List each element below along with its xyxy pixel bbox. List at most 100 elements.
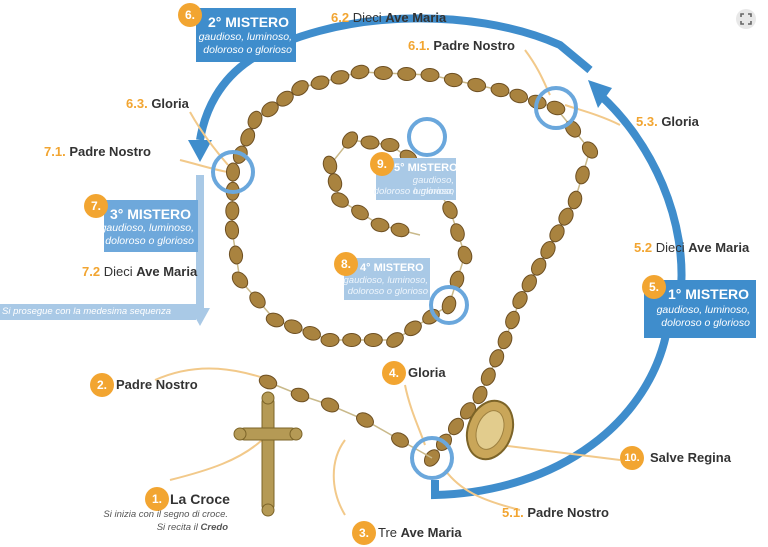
rosary-bead (302, 325, 321, 341)
rosary-bead (284, 319, 303, 335)
label-7-1-text: Padre Nostro (69, 144, 151, 159)
rosary-bead (225, 201, 240, 221)
sequence-note: Si prosegue con la medesima sequenza (2, 306, 171, 317)
label-6-2-a: Dieci (352, 10, 382, 25)
rosary-bead (327, 173, 343, 192)
highlight-rings (211, 86, 578, 480)
mystery-4-box (344, 258, 430, 300)
ring-6-1 (534, 86, 578, 130)
step-3-number: 3. (352, 521, 376, 545)
mystery-3-box (104, 200, 198, 252)
rosary-bead (341, 131, 359, 149)
rosary-bead (249, 291, 266, 309)
label-7-2-b: Ave Maria (136, 264, 198, 279)
rosary-bead (225, 162, 241, 182)
rosary-bead (351, 204, 369, 221)
step-1-note-a: Si recita il (156, 522, 198, 533)
step-3-b: Ave Maria (400, 525, 462, 540)
rosary-bead (521, 274, 537, 293)
mystery-3-title: 3° MISTERO (110, 206, 192, 222)
rosary-bead (363, 333, 383, 347)
label-6-2-num: 6.2 (331, 10, 350, 25)
rosary-bead (240, 128, 256, 147)
rosary-bead (373, 65, 393, 81)
label-7-2-a: Dieci (103, 264, 133, 279)
step-2-number: 2. (90, 373, 114, 397)
step-10-text: Salve Regina (650, 450, 731, 465)
step-1-note-line2: Si recita il Credo (70, 522, 228, 534)
rosary-bead (356, 412, 374, 428)
main-cycle-arrowhead (588, 80, 612, 108)
label-5-2: 5.2 Dieci Ave Maria (634, 240, 749, 256)
label-5-2-b: Ave Maria (688, 240, 750, 255)
mystery-1-sub2: doloroso o glorioso (661, 317, 750, 329)
label-7-1-num: 7.1. (44, 144, 66, 159)
mystery-4-number: 8. (334, 252, 358, 276)
rosary-bead (581, 141, 599, 159)
mystery-1-title: 1° MISTERO (668, 286, 750, 302)
label-6-1: 6.1. Padre Nostro (408, 38, 515, 54)
rosary-bead (331, 192, 349, 208)
step-3-a: Tre (378, 525, 398, 540)
rosary-bead (457, 245, 473, 265)
step-1-number: 1. (145, 487, 169, 511)
rosary-bead (509, 88, 528, 104)
rosary-bead (390, 222, 410, 238)
rosary-bead (231, 271, 249, 289)
step-10-number: 10. (620, 446, 644, 470)
fullscreen-button[interactable] (736, 9, 756, 29)
label-6-1-text: Padre Nostro (433, 38, 515, 53)
rosary-bead (567, 190, 583, 210)
rosary-bead (420, 67, 440, 83)
ring-9 (407, 117, 447, 157)
rosary-bead (467, 77, 487, 93)
mystery-1-number: 5. (642, 275, 666, 299)
label-5-3: 5.3. Gloria (636, 114, 699, 130)
rosary-beads (224, 64, 599, 467)
ring-6-3 (211, 150, 255, 194)
label-7-2-num: 7.2 (82, 264, 101, 279)
step-2-text: Padre Nostro (116, 377, 198, 392)
step-1-note-b: Credo (200, 522, 228, 533)
label-5-2-a: Dieci (655, 240, 685, 255)
label-6-3-text: Gloria (151, 96, 189, 111)
label-6-3: 6.3. Gloria (126, 96, 189, 112)
rosary-bead (442, 201, 458, 219)
mystery-3-number: 7. (84, 194, 108, 218)
rosary-bead (531, 257, 547, 276)
mystery-2-sub1: gaudioso, luminoso, (198, 31, 292, 43)
rosary-bead (489, 349, 505, 368)
rosary-bead (258, 374, 278, 390)
top-cycle-arrow (196, 14, 593, 141)
mystery-2-sub2: doloroso o glorioso (203, 44, 292, 56)
rosary-bead (404, 320, 422, 337)
step-4-number: 4. (382, 361, 406, 385)
label-6-2-b: Ave Maria (385, 10, 447, 25)
label-6-3-num: 6.3. (126, 96, 148, 111)
mystery-5-sub1: gaudioso, luminoso, (412, 175, 454, 197)
label-5-3-num: 5.3. (636, 114, 658, 129)
rosary-bead (320, 333, 340, 347)
mystery-4-sub2: doloroso o glorioso (347, 286, 428, 297)
rosary-bead (380, 137, 400, 153)
rosary-bead (247, 110, 263, 130)
rosary-bead (450, 223, 465, 242)
rosary-bead (342, 333, 362, 347)
rosary-bead (290, 387, 310, 403)
step-1-text: La Croce (170, 491, 230, 507)
rosary-bead (320, 397, 340, 413)
rosary-bead (441, 295, 457, 315)
expand-icon (740, 13, 752, 25)
label-5-1-num: 5.1. (502, 505, 524, 520)
ring-5-1 (410, 436, 454, 480)
top-cycle-arrowhead (188, 140, 212, 162)
rosary-bead (391, 432, 409, 448)
step-4-text: Gloria (408, 365, 446, 380)
rosary-bead (558, 207, 574, 226)
rosary-bead (261, 101, 279, 118)
rosary-bead (490, 82, 510, 98)
crucifix (233, 391, 303, 517)
rosary-bead (505, 310, 520, 330)
mystery-4-sub1: gaudioso, luminoso, (343, 275, 429, 286)
rosary-bead (549, 224, 565, 243)
